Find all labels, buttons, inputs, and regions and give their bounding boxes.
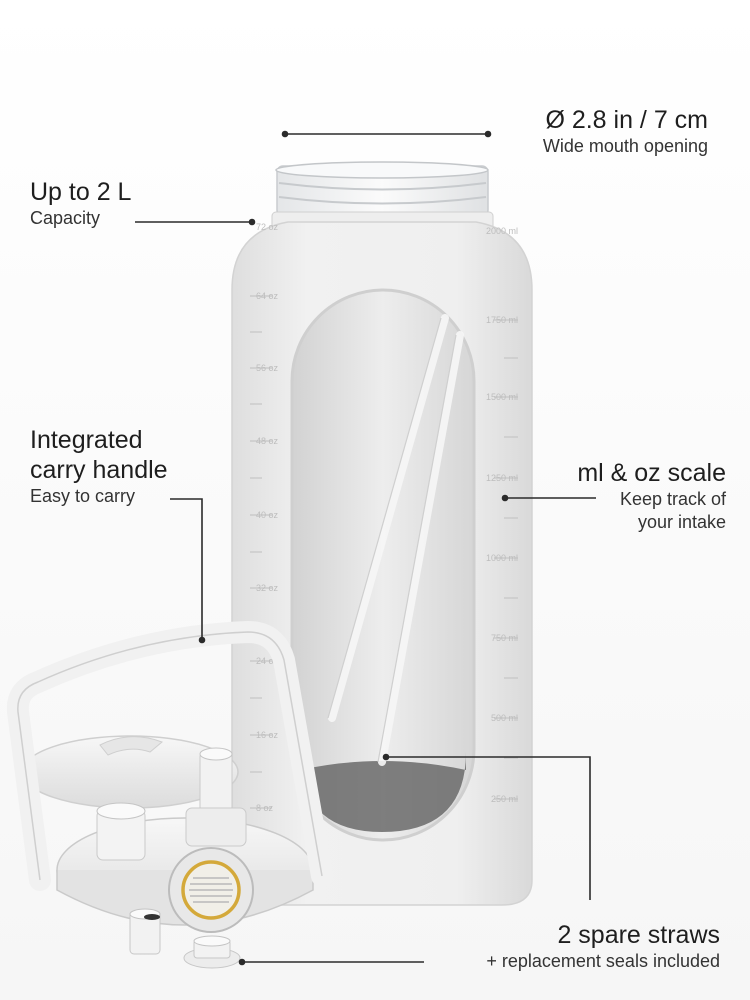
scale-subtitle-line1: Keep track of bbox=[619, 489, 726, 509]
oz-label: 64 oz bbox=[256, 291, 279, 301]
callout-scale: ml & oz scale Keep track of your intake bbox=[577, 458, 726, 534]
ml-scale-ticks bbox=[494, 319, 518, 800]
straws-title: 2 spare straws bbox=[557, 921, 720, 949]
callout-straws: 2 spare straws + replacement seals inclu… bbox=[486, 920, 720, 973]
oz-label: 56 oz bbox=[256, 363, 279, 373]
bottle-neck bbox=[271, 161, 494, 231]
oz-label: 8 oz bbox=[256, 803, 274, 813]
oz-label: 32 oz bbox=[256, 583, 279, 593]
handle-subtitle: Easy to carry bbox=[30, 486, 136, 506]
mouth-subtitle: Wide mouth opening bbox=[542, 136, 708, 156]
capacity-title: Up to 2 L bbox=[30, 178, 132, 206]
ml-label: 500 ml bbox=[491, 713, 518, 723]
oz-top-label: 72 oz bbox=[256, 222, 279, 232]
lid-assembly bbox=[6, 621, 333, 969]
ml-label: 250 ml bbox=[491, 794, 518, 804]
ml-label: 1250 ml bbox=[486, 473, 518, 483]
handle-leader-line bbox=[170, 498, 203, 640]
callout-mouth: Ø 2.8 in / 7 cm Wide mouth opening bbox=[543, 105, 708, 158]
oz-scale-ticks bbox=[250, 295, 272, 809]
mouth-title: Ø 2.8 in / 7 cm bbox=[545, 106, 708, 134]
capacity-subtitle: Capacity bbox=[30, 208, 101, 228]
ml-label: 1500 ml bbox=[486, 392, 518, 402]
oz-label: 24 oz bbox=[256, 656, 279, 666]
oz-label: 40 oz bbox=[256, 510, 279, 520]
straws-subtitle: + replacement seals included bbox=[486, 951, 720, 971]
scale-title: ml & oz scale bbox=[577, 459, 726, 487]
straw-inside bbox=[328, 314, 464, 766]
bottle-bottom-shadow bbox=[300, 752, 466, 832]
oz-scale-labels: 72 oz 64 oz 56 oz 48 oz 40 oz 32 oz 24 o… bbox=[256, 222, 279, 813]
ml-top-label: 2000 ml bbox=[486, 226, 518, 236]
callout-capacity: Up to 2 L Capacity bbox=[30, 177, 131, 230]
handle-title-line2: carry handle bbox=[30, 456, 168, 484]
callout-lines bbox=[135, 130, 596, 966]
straw-leader-line bbox=[386, 756, 591, 900]
handle-title-line1: Integrated bbox=[30, 426, 143, 454]
callout-handle: Integrated carry handle Easy to carry bbox=[30, 425, 168, 508]
ml-scale-labels: 2000 ml 1750 ml 1500 ml 1250 ml 1000 ml … bbox=[486, 226, 518, 804]
ml-label: 1000 ml bbox=[486, 553, 518, 563]
oz-label: 16 oz bbox=[256, 730, 279, 740]
ml-label: 1750 ml bbox=[486, 315, 518, 325]
oz-label: 48 oz bbox=[256, 436, 279, 446]
scale-subtitle-line2: your intake bbox=[637, 512, 726, 532]
ml-label: 750 ml bbox=[491, 633, 518, 643]
